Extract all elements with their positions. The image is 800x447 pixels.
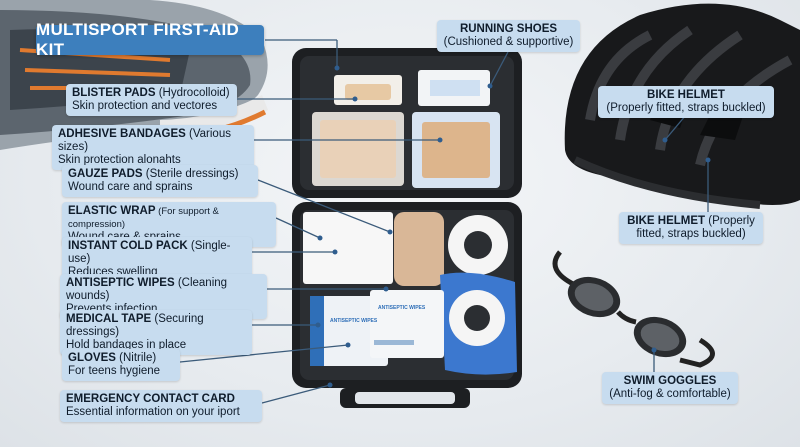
label-name: ANTISEPTIC WIPES — [66, 277, 175, 289]
label-name: BLISTER PADS — [72, 87, 156, 99]
label-name: GLOVES — [68, 352, 116, 364]
label-name: RUNNING SHOES — [459, 23, 558, 35]
label-detail: (Properly — [705, 215, 755, 227]
label-name: GAUZE PADS — [68, 168, 143, 180]
label-desc: Hold bandages in place — [66, 339, 187, 351]
label-adhesive-bandages: ADHESIVE BANDAGES (Various sizes) Skin p… — [52, 125, 254, 170]
label-blister-pads: BLISTER PADS (Hydrocolloid) Skin protect… — [66, 84, 237, 116]
label-name: EMERGENCY CONTACT CARD — [66, 393, 235, 405]
label-detail: (Nitrile) — [115, 352, 157, 364]
label-desc: Skin protection alonahts — [58, 154, 181, 166]
label-name: BIKE HELMET — [647, 89, 725, 101]
label-detail: (Cleaning wounds) — [66, 277, 228, 302]
label-detail: (Various sizes) — [58, 128, 231, 153]
label-name: BIKE HELMET — [627, 215, 706, 227]
label-desc: fitted, straps buckled) — [636, 228, 746, 240]
label-emergency-contact-card: EMERGENCY CONTACT CARD Essential informa… — [60, 390, 262, 422]
label-desc: (Properly fitted, straps buckled) — [606, 102, 766, 114]
label-bike-helmet-top: BIKE HELMET (Properly fitted, straps buc… — [598, 86, 774, 118]
label-bike-helmet-bottom: BIKE HELMET (Properly fitted, straps buc… — [619, 212, 763, 244]
label-name: ADHESIVE BANDAGES — [58, 128, 186, 140]
label-desc: Essential information on your iport — [66, 406, 240, 418]
label-name: MEDICAL TAPE — [66, 313, 152, 325]
label-medical-tape: MEDICAL TAPE (Securing dressings) Hold b… — [60, 310, 252, 355]
label-detail: (Single-use) — [68, 240, 231, 265]
label-gloves: GLOVES (Nitrile) For teens hygiene — [62, 349, 180, 381]
label-desc: (Anti-fog & comfortable) — [609, 388, 731, 400]
label-gauze-pads: GAUZE PADS (Sterile dressings) Wound car… — [62, 165, 258, 197]
label-swim-goggles: SWIM GOGGLES (Anti-fog & comfortable) — [602, 372, 738, 404]
wipes-package-print-2: ANTISEPTIC WIPES — [378, 305, 426, 311]
label-detail: (Hydrocolloid) — [155, 87, 230, 99]
label-desc: Skin protection and vectores — [72, 100, 218, 112]
label-name: ELASTIC WRAP — [68, 205, 156, 217]
label-name: SWIM GOGGLES — [623, 375, 717, 387]
label-detail: (Securing dressings) — [66, 313, 204, 338]
page-title: MULTISPORT FIRST-AID KIT — [36, 20, 264, 59]
swim-goggles — [552, 250, 715, 368]
label-detail: (Sterile dressings) — [142, 168, 239, 180]
first-aid-case — [292, 48, 522, 408]
label-desc: (Cushioned & supportive) — [443, 36, 574, 48]
wipes-package-print: ANTISEPTIC WIPES — [330, 318, 378, 324]
label-running-shoes: RUNNING SHOES (Cushioned & supportive) — [437, 20, 580, 52]
label-desc: For teens hygiene — [68, 365, 161, 377]
label-desc: Wound care and sprains — [68, 181, 193, 193]
label-detail: (For support & compression) — [68, 206, 219, 230]
label-name: INSTANT COLD PACK — [68, 240, 188, 252]
